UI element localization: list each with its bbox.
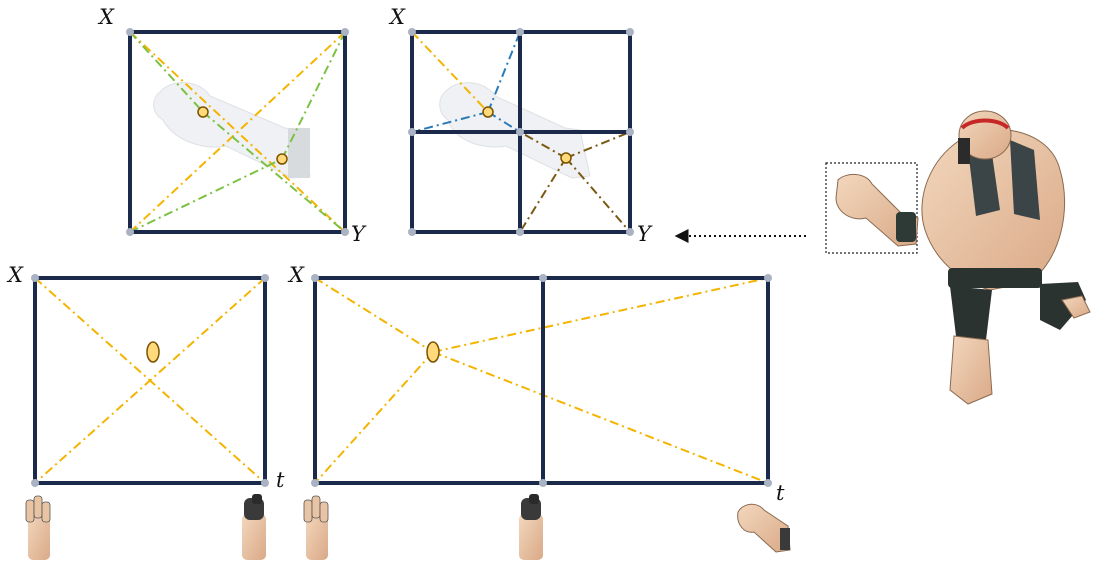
hand-thumbnail-reach xyxy=(737,503,791,553)
vertex-dot xyxy=(311,274,319,282)
vertex-dot xyxy=(516,28,524,36)
intersection-marker xyxy=(426,341,440,363)
vertex-dot xyxy=(626,28,634,36)
vertex-dot xyxy=(126,228,134,236)
crop-region-box xyxy=(825,162,918,254)
panel-xt-subdivided: X t xyxy=(287,263,785,505)
axis-label-x: X xyxy=(97,5,115,29)
vertex-dot xyxy=(31,274,39,282)
arm-overlay-image xyxy=(153,82,311,179)
diagonal-paths xyxy=(129,31,346,233)
robot-character-image xyxy=(825,110,1091,405)
vertex-dot xyxy=(261,479,269,487)
frame-box xyxy=(33,276,267,485)
hand-thumbnail-open xyxy=(25,495,51,560)
panel-xy-single: X Y xyxy=(97,5,367,246)
vertex-dot xyxy=(626,128,634,136)
vertex-dot xyxy=(539,479,547,487)
vertex-dot xyxy=(261,274,269,282)
vertex-dot xyxy=(311,479,319,487)
hand-thumbnail-fist xyxy=(519,494,543,560)
axis-label-x: X xyxy=(287,263,305,287)
axis-label-y: Y xyxy=(351,222,367,246)
panel-xt-single: X t xyxy=(6,263,285,492)
quadrant-paths xyxy=(411,31,631,233)
axis-label-x: X xyxy=(6,263,24,287)
vertex-dot xyxy=(764,479,772,487)
hand-thumbnail-open xyxy=(303,495,329,560)
vertex-dot xyxy=(408,28,416,36)
vertex-dot xyxy=(341,28,349,36)
vertex-dot xyxy=(31,479,39,487)
vertex-dot xyxy=(516,128,524,136)
intersection-marker xyxy=(146,341,160,363)
axis-label-t: t xyxy=(276,468,285,492)
vertex-dot xyxy=(626,228,634,236)
axis-label-x: X xyxy=(388,5,406,29)
vertex-dot xyxy=(764,274,772,282)
axis-label-y: Y xyxy=(637,222,653,246)
vertex-dot xyxy=(516,228,524,236)
panel-xy-subdivided: X Y xyxy=(388,5,653,246)
intersection-marker xyxy=(482,106,494,118)
frame-box xyxy=(128,30,347,234)
vertex-dot xyxy=(408,228,416,236)
vertex-dot xyxy=(341,228,349,236)
axis-label-t: t xyxy=(776,481,785,505)
hand-thumbnail-fist xyxy=(242,494,266,560)
vertex-dot xyxy=(408,128,416,136)
intersection-marker xyxy=(560,152,572,164)
vertex-dot xyxy=(539,274,547,282)
intersection-marker xyxy=(276,153,288,165)
vertex-dot xyxy=(126,28,134,36)
intersection-marker xyxy=(197,106,209,118)
